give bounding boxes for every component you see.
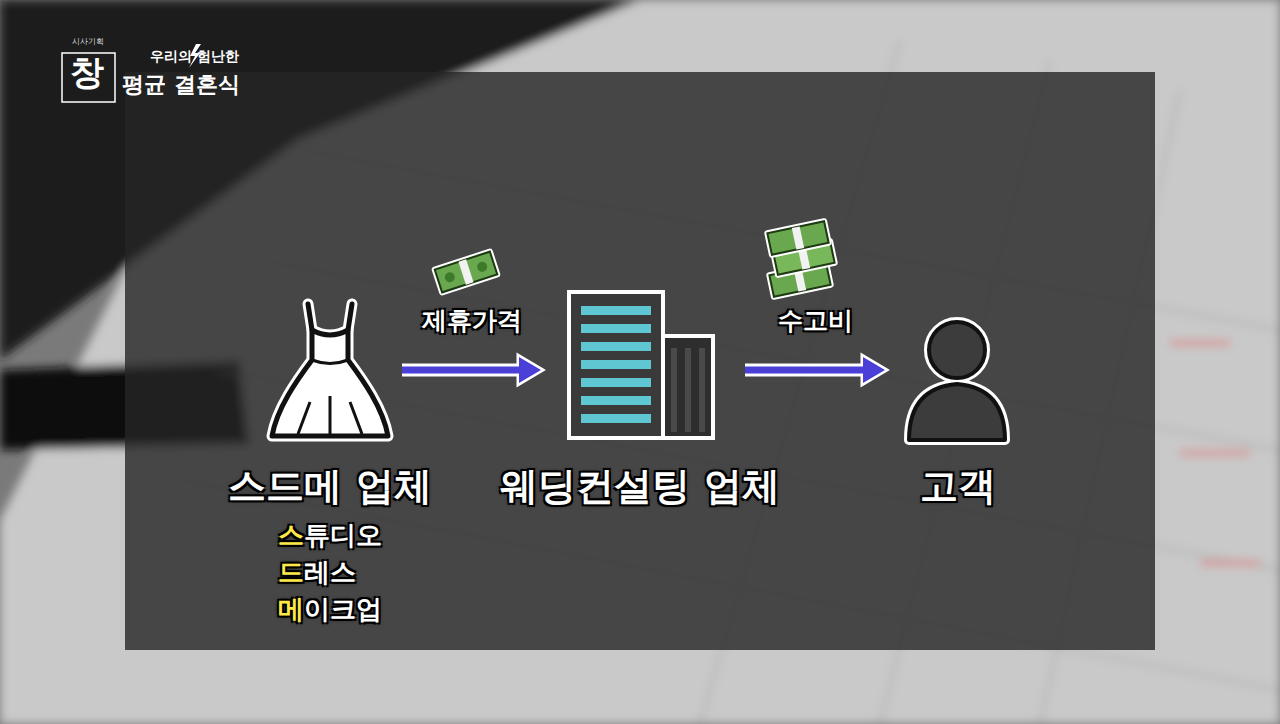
service-item: 스튜디오 bbox=[278, 520, 382, 551]
logo-mark: 창 bbox=[70, 52, 104, 93]
item-rest: 레스 bbox=[304, 557, 356, 587]
item-rest: 이크업 bbox=[304, 594, 382, 624]
person-icon bbox=[909, 322, 1005, 440]
entity-node: 웨딩컨설팅 업체 bbox=[563, 288, 717, 442]
episode-title: 우리의 험난한 bbox=[150, 48, 239, 65]
node-label: 고객 bbox=[920, 464, 996, 510]
initial-letter: 드 bbox=[278, 557, 304, 587]
node-icon bbox=[268, 300, 392, 442]
entity-node: 스드메 업체스튜디오드레스메이크업 bbox=[268, 300, 392, 442]
node-label: 스드메 업체 bbox=[228, 464, 431, 510]
episode-title: 평균 결혼식 bbox=[122, 72, 240, 98]
flow-arrow bbox=[745, 357, 885, 383]
money-stack bbox=[764, 218, 838, 301]
item-rest: 튜디오 bbox=[304, 520, 382, 550]
dress-icon bbox=[272, 304, 388, 436]
program-name: 시사기획 bbox=[72, 37, 104, 47]
node-icon bbox=[563, 288, 717, 442]
edge-label: 제휴가격 bbox=[422, 306, 522, 336]
edge-label: 수고비 bbox=[778, 306, 853, 336]
service-item: 메이크업 bbox=[278, 594, 382, 625]
dark-panel bbox=[125, 72, 1155, 650]
service-item: 드레스 bbox=[278, 557, 356, 588]
building-icon bbox=[569, 292, 713, 438]
money-bill bbox=[431, 248, 501, 296]
initial-letter: 메 bbox=[278, 594, 304, 624]
flow-arrow bbox=[402, 357, 541, 383]
node-label: 웨딩컨설팅 업체 bbox=[500, 464, 779, 510]
node-icon bbox=[903, 318, 1012, 442]
logo-frame bbox=[62, 53, 115, 102]
initial-letter: 스 bbox=[278, 520, 304, 550]
entity-node: 고객 bbox=[903, 318, 1012, 442]
